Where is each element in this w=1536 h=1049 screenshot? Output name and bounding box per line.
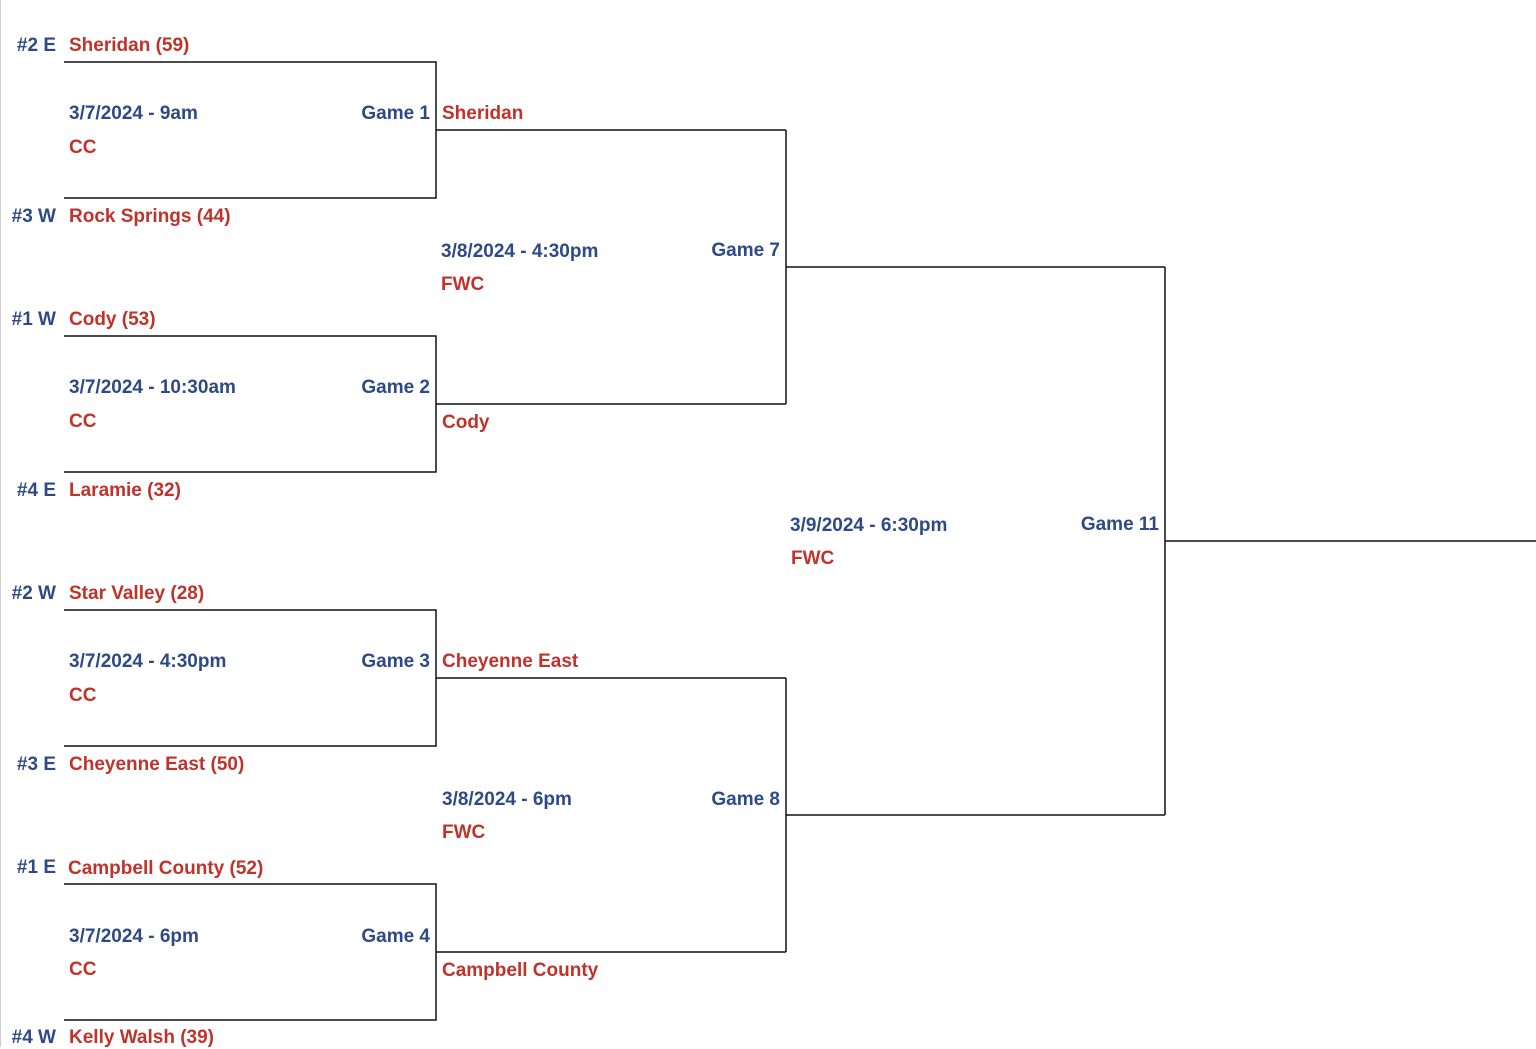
team-name: Kelly Walsh (39) (69, 1027, 215, 1048)
team-name: Cheyenne East (50) (69, 754, 245, 775)
seed-label: #4 E (16, 480, 56, 501)
game-venue: CC (69, 137, 97, 158)
seed-label: #4 W (11, 1027, 56, 1048)
game-venue: FWC (441, 274, 485, 295)
seed-label: #1 E (16, 857, 56, 878)
game-label: Game 3 (361, 651, 430, 672)
seed-label: #2 E (16, 35, 56, 56)
team-name: Laramie (32) (69, 480, 181, 501)
game-label: Game 7 (711, 240, 780, 261)
game-date: 3/7/2024 - 6pm (69, 926, 199, 947)
game-date: 3/9/2024 - 6:30pm (790, 515, 948, 536)
team-name: Star Valley (28) (69, 583, 205, 604)
game3-bracket-line (64, 609, 437, 747)
team-name: Cody (53) (69, 309, 156, 330)
game-venue: CC (69, 685, 97, 706)
game-venue: FWC (442, 822, 486, 843)
game-venue: FWC (791, 548, 835, 569)
game2-bracket-line (64, 335, 437, 473)
team-name: Campbell County (52) (68, 858, 264, 879)
game-label: Game 8 (711, 789, 780, 810)
winner-name: Campbell County (442, 960, 599, 981)
game-venue: CC (69, 959, 97, 980)
game-date: 3/7/2024 - 9am (69, 103, 198, 124)
seed-label: #2 W (11, 583, 56, 604)
winner-name: Cheyenne East (442, 651, 579, 672)
game4-bracket-line (64, 883, 437, 1021)
game-venue: CC (69, 411, 97, 432)
team-name: Rock Springs (44) (69, 206, 231, 227)
game-date: 3/7/2024 - 10:30am (69, 377, 236, 398)
seed-label: #1 W (11, 309, 56, 330)
game-label: Game 11 (1080, 514, 1159, 535)
game-label: Game 4 (361, 926, 430, 947)
winner-name: Sheridan (442, 103, 524, 124)
seed-label: #3 E (16, 754, 56, 775)
game1-bracket-line (64, 61, 437, 199)
seed-label: #3 W (11, 206, 56, 227)
game-label: Game 1 (361, 103, 430, 124)
winner-name: Cody (442, 412, 490, 433)
page-left-border (0, 0, 1, 1047)
team-name: Sheridan (59) (69, 35, 190, 56)
game-date: 3/8/2024 - 4:30pm (441, 241, 599, 262)
game-date: 3/7/2024 - 4:30pm (69, 651, 227, 672)
game-label: Game 2 (361, 377, 430, 398)
game-date: 3/8/2024 - 6pm (442, 789, 572, 810)
